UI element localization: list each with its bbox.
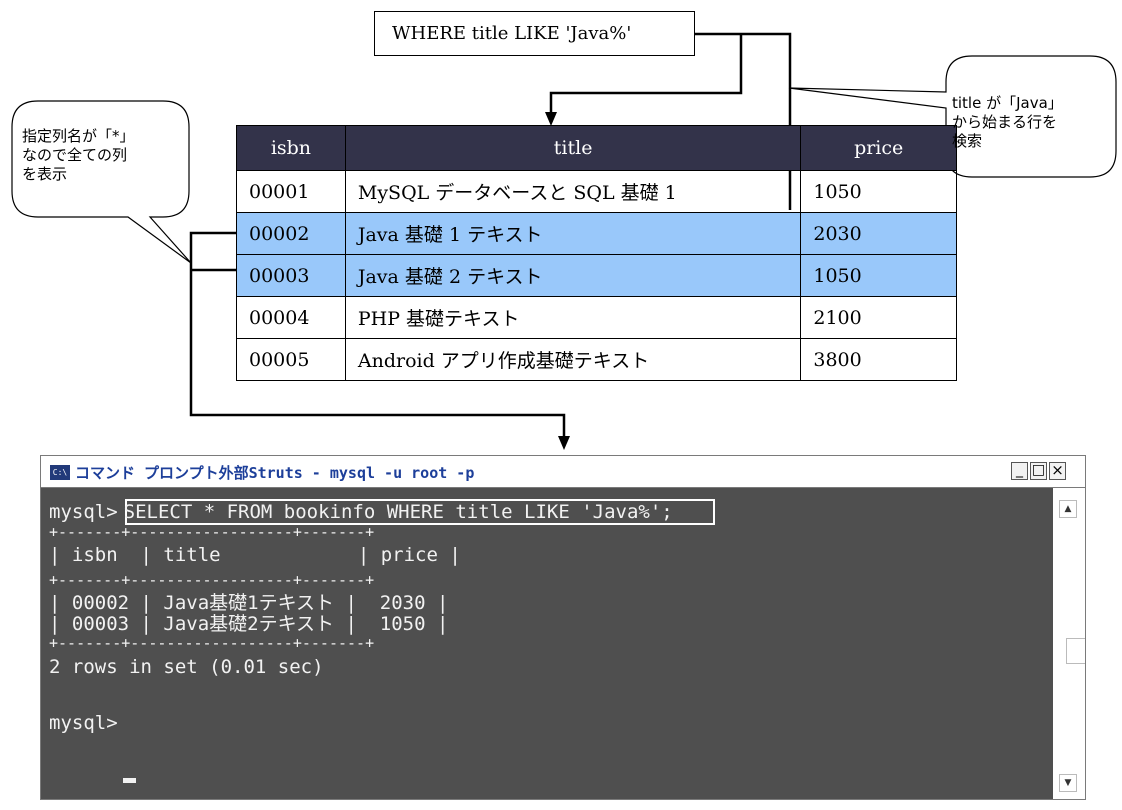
callout-left-line: 指定列名が「*」 [22, 127, 135, 145]
arrowhead-title [545, 112, 557, 126]
callout-left-text: 指定列名が「*」 なので全ての列 を表示 [22, 127, 187, 184]
callout-right-line: から始まる行を [952, 113, 1058, 131]
console-icon: C:\ [50, 465, 70, 480]
arrowhead-terminal [558, 436, 570, 450]
cell-title: Java 基礎 1 テキスト [344, 212, 802, 255]
table-separator: +-------+------------------+-------+ [49, 634, 375, 652]
cell-isbn: 00005 [236, 338, 346, 381]
cell-title: PHP 基礎テキスト [344, 296, 802, 339]
window-titlebar[interactable]: C:\ コマンド プロンプト外部Struts - mysql -u root -… [41, 456, 1085, 488]
table-separator: +-------+------------------+-------+ [49, 523, 375, 541]
cell-title: Android アプリ作成基礎テキスト [344, 338, 802, 381]
window-title: コマンド プロンプト外部Struts - mysql -u root -p [75, 464, 475, 482]
scroll-up-button[interactable]: ▲ [1059, 500, 1077, 518]
scroll-thumb[interactable] [1066, 638, 1085, 664]
callout-right-text: title が「Java」 から始まる行を 検索 [952, 94, 1112, 151]
table-separator: +-------+------------------+-------+ [49, 571, 375, 589]
prompt-line-2: mysql> [49, 712, 130, 734]
cell-isbn: 00003 [236, 254, 346, 297]
table-row: 00004 PHP 基礎テキスト 2100 [236, 296, 957, 339]
where-clause-box: WHERE title LIKE 'Java%' [374, 11, 695, 56]
sql-command: SELECT * FROM bookinfo WHERE title LIKE … [123, 501, 673, 523]
table-header-row: isbn title price [236, 125, 957, 171]
result-header: | isbn | title | price | [49, 544, 461, 566]
cell-title: MySQL データベースと SQL 基礎 1 [344, 170, 802, 213]
close-button[interactable]: × [1049, 462, 1066, 480]
cell-isbn: 00002 [236, 212, 346, 255]
table-row-highlighted: 00002 Java 基礎 1 テキスト 2030 [236, 212, 957, 255]
cell-price: 1050 [800, 170, 957, 213]
result-row: | 00002 | Java基礎1テキスト | 2030 | [49, 592, 449, 614]
header-title: title [344, 125, 802, 171]
rows-summary: 2 rows in set (0.01 sec) [49, 656, 324, 678]
prompt: mysql> [49, 501, 118, 523]
cell-price: 2030 [800, 212, 957, 255]
callout-right-line: title が「Java」 [952, 94, 1063, 112]
callout-right-line: 検索 [952, 132, 983, 150]
callout-left-line: を表示 [22, 165, 68, 183]
result-row: | 00003 | Java基礎2テキスト | 1050 | [49, 613, 449, 635]
header-price: price [800, 125, 957, 171]
minimize-button[interactable]: _ [1011, 462, 1028, 480]
callout-left-bubble [11, 100, 192, 264]
callout-right-bubble [788, 55, 1117, 178]
console-output[interactable]: mysql>SELECT * FROM bookinfo WHERE title… [41, 488, 1053, 799]
cell-price: 1050 [800, 254, 957, 297]
cell-title: Java 基礎 2 テキスト [344, 254, 802, 297]
header-isbn: isbn [236, 125, 346, 171]
bookinfo-table: isbn title price 00001 MySQL データベースと SQL… [236, 125, 957, 381]
callout-left-line: なので全ての列 [22, 146, 128, 164]
cell-isbn: 00004 [236, 296, 346, 339]
vertical-scrollbar[interactable]: ▲ ▼ [1053, 488, 1085, 799]
cell-price: 3800 [800, 338, 957, 381]
command-highlight-box [125, 499, 715, 525]
command-prompt-window: C:\ コマンド プロンプト外部Struts - mysql -u root -… [40, 455, 1086, 800]
cell-isbn: 00001 [236, 170, 346, 213]
table-row: 00001 MySQL データベースと SQL 基礎 1 1050 [236, 170, 957, 213]
text-cursor [123, 778, 136, 783]
prompt-line: mysql>SELECT * FROM bookinfo WHERE title… [49, 501, 673, 523]
cell-price: 2100 [800, 296, 957, 339]
maximize-button[interactable]: □ [1030, 462, 1047, 480]
scroll-down-button[interactable]: ▼ [1059, 774, 1077, 792]
where-to-title-arrow [549, 34, 743, 114]
rows-bracket [189, 231, 566, 438]
table-row: 00005 Android アプリ作成基礎テキスト 3800 [236, 338, 957, 381]
table-row-highlighted: 00003 Java 基礎 2 テキスト 1050 [236, 254, 957, 297]
